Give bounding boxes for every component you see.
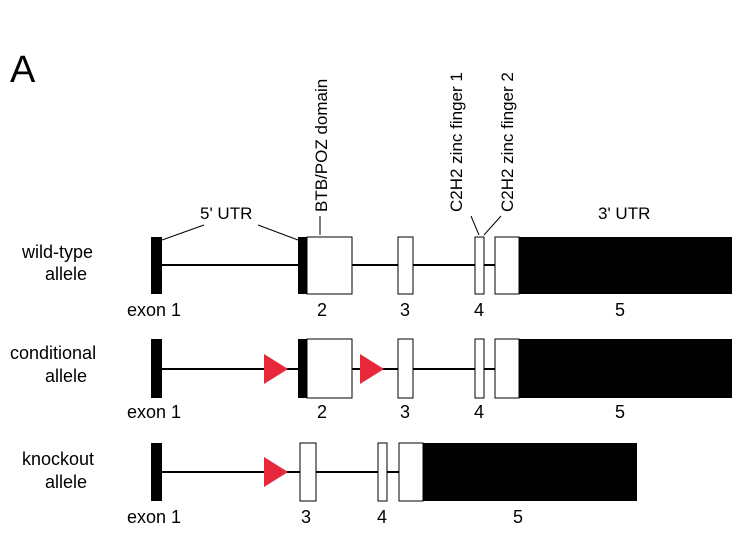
exon-label: exon 1 — [127, 300, 181, 320]
zinc-finger-1-pointer — [470, 215, 480, 236]
exon-5-coding — [494, 236, 520, 295]
knockout-allele: knockout allele exon 1 3 4 5 — [22, 442, 637, 527]
utr3-label: 3' UTR — [598, 204, 650, 223]
btb-poz-label: BTB/POZ domain — [312, 79, 331, 212]
exon-label: 3 — [400, 402, 410, 422]
exon-1 — [151, 443, 162, 501]
exon-label: exon 1 — [127, 402, 181, 422]
exon-5-utr — [519, 339, 732, 398]
exon-5-coding — [398, 442, 424, 502]
allele-label-line1: knockout — [22, 449, 94, 469]
utr5-label: 5' UTR — [200, 204, 252, 223]
exon-label: 5 — [615, 402, 625, 422]
exon-label: 4 — [377, 507, 387, 527]
exon-2-coding — [306, 236, 353, 295]
allele-label-line2: allele — [45, 264, 87, 284]
exon-label: 2 — [317, 402, 327, 422]
zinc-finger-1-label: C2H2 zinc finger 1 — [447, 72, 466, 212]
exon-label: 2 — [317, 300, 327, 320]
loxp-site-icon — [360, 354, 384, 384]
exon-4 — [474, 236, 485, 295]
exon-2-coding — [306, 338, 353, 399]
exon-3 — [397, 338, 414, 399]
exon-label: 4 — [474, 300, 484, 320]
zinc-finger-2-label: C2H2 zinc finger 2 — [498, 72, 517, 212]
loxp-site-icon — [264, 354, 288, 384]
allele-label-line1: wild-type — [21, 242, 93, 262]
panel-label: A — [10, 49, 36, 91]
exon-5-coding — [494, 338, 520, 399]
exon-label: 3 — [301, 507, 311, 527]
exon-label: 5 — [513, 507, 523, 527]
loxp-site-icon — [264, 457, 288, 487]
exon-3 — [299, 442, 317, 502]
exon-label: exon 1 — [127, 507, 181, 527]
exon-5-utr — [423, 443, 637, 501]
allele-label-line2: allele — [45, 472, 87, 492]
exon-4 — [474, 338, 485, 399]
exon-5-utr — [519, 237, 732, 294]
domain-annotations: 5' UTR BTB/POZ domain C2H2 zinc finger 1… — [161, 72, 650, 241]
zinc-finger-2-pointer — [483, 215, 502, 236]
exon-label: 5 — [615, 300, 625, 320]
allele-label-line2: allele — [45, 366, 87, 386]
exon-1 — [151, 237, 162, 294]
exon-2-utr — [298, 339, 307, 398]
wild-type-allele: wild-type allele exon 1 2 3 4 5 — [21, 236, 732, 320]
exon-1 — [151, 339, 162, 398]
exon-2-utr — [298, 237, 307, 294]
exon-3 — [397, 236, 414, 295]
conditional-allele: conditional allele exon 1 2 3 4 5 — [10, 338, 732, 422]
utr5-pointer-left — [161, 224, 205, 241]
utr5-pointer-right — [257, 224, 299, 241]
allele-label-line1: conditional — [10, 343, 96, 363]
exon-label: 4 — [474, 402, 484, 422]
exon-label: 3 — [400, 300, 410, 320]
exon-4 — [377, 442, 388, 502]
